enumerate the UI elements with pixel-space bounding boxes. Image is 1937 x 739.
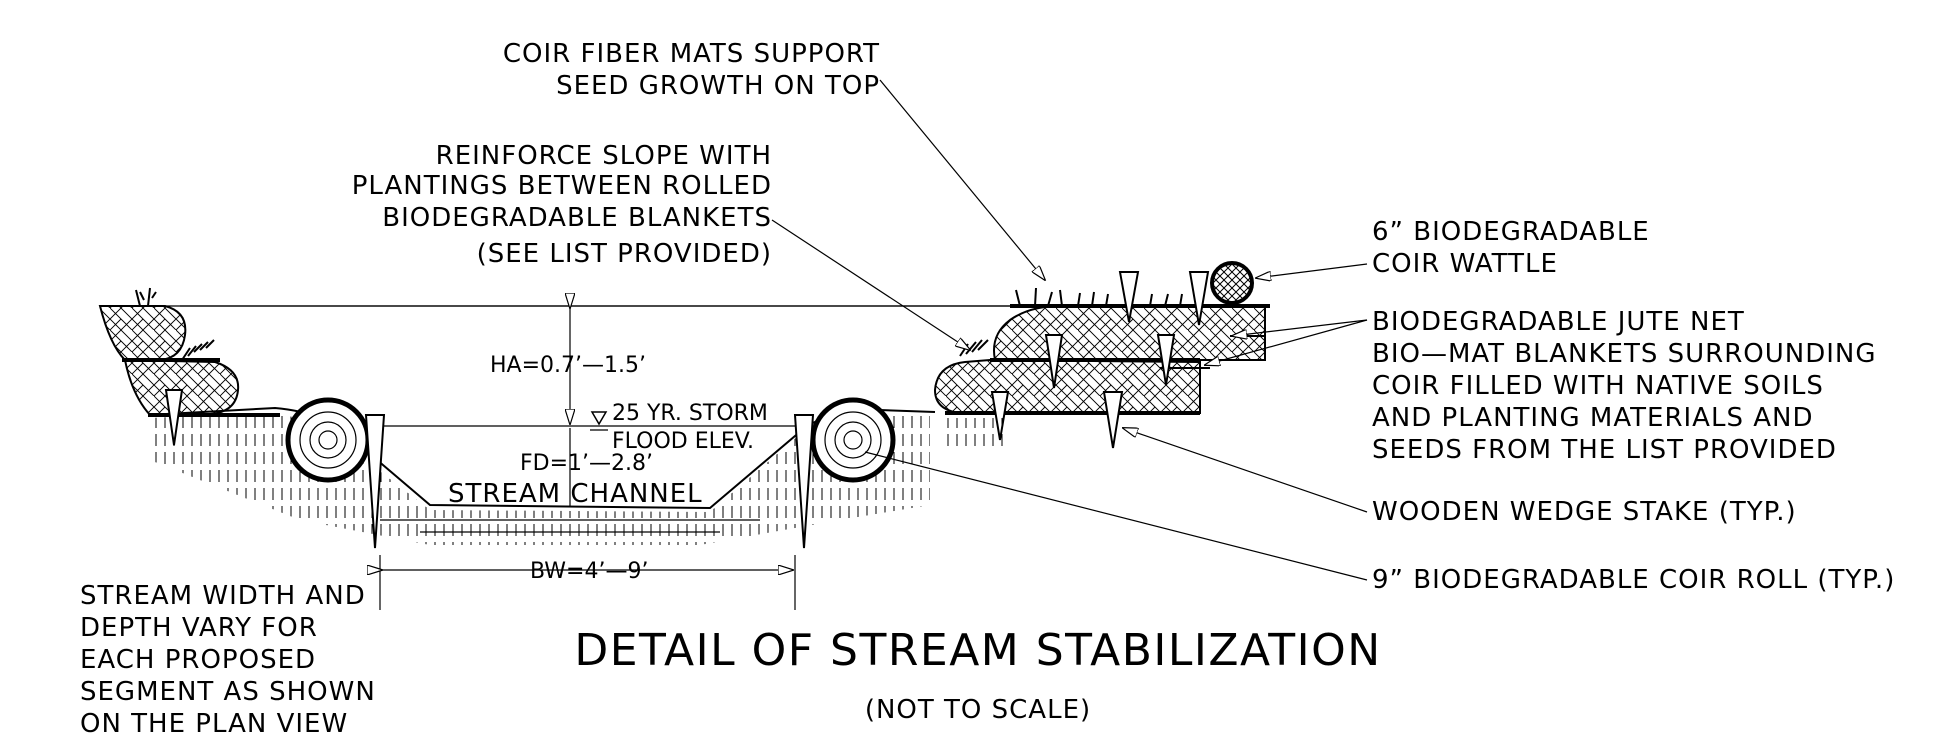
callout-text: SEED GROWTH ON TOP	[556, 71, 880, 101]
callout-text: COIR WATTLE	[1372, 249, 1558, 279]
callout-text: (SEE LIST PROVIDED)	[477, 239, 772, 269]
callout-text: COIR FIBER MATS SUPPORT	[503, 39, 880, 69]
right-bank	[933, 261, 1270, 449]
storm-label: 25 YR. STORM	[612, 401, 768, 426]
callout-stake: WOODEN WEDGE STAKE (TYP.)	[1372, 497, 1797, 527]
callout-text: ON THE PLAN VIEW	[80, 709, 348, 739]
callout-reinforce: REINFORCE SLOPE WITH PLANTINGS BETWEEN R…	[352, 141, 772, 269]
callout-text: SEGMENT AS SHOWN	[80, 677, 376, 707]
dim-ha-label: HA=0.7’—1.5’	[490, 353, 646, 378]
callout-text: SEEDS FROM THE LIST PROVIDED	[1372, 435, 1837, 465]
left-bank	[98, 287, 280, 446]
page-subtitle: (NOT TO SCALE)	[865, 695, 1091, 725]
callout-coir-mats: COIR FIBER MATS SUPPORT SEED GROWTH ON T…	[503, 39, 880, 101]
stream-channel-label: STREAM CHANNEL	[448, 479, 703, 509]
callout-text: EACH PROPOSED	[80, 645, 316, 675]
callout-text: PLANTINGS BETWEEN ROLLED	[352, 171, 772, 201]
dimension-bw	[380, 555, 796, 610]
coir-wattle	[1210, 261, 1254, 305]
callout-wattle: 6” BIODEGRADABLE COIR WATTLE	[1372, 217, 1650, 279]
callout-width-note: STREAM WIDTH AND DEPTH VARY FOR EACH PRO…	[80, 581, 376, 739]
callout-text: BIO—MAT BLANKETS SURROUNDING	[1372, 339, 1877, 369]
callout-text: BIODEGRADABLE BLANKETS	[382, 203, 772, 233]
coir-roll-left	[285, 397, 386, 549]
page-title: DETAIL OF STREAM STABILIZATION	[574, 625, 1381, 676]
callout-text: 6” BIODEGRADABLE	[1372, 217, 1650, 247]
callout-text: AND PLANTING MATERIALS AND	[1372, 403, 1813, 433]
dim-bw-label: BW=4’—9’	[530, 559, 648, 584]
storm-label: FLOOD ELEV.	[612, 429, 754, 454]
callout-text: COIR FILLED WITH NATIVE SOILS	[1372, 371, 1824, 401]
callout-text: REINFORCE SLOPE WITH	[436, 141, 772, 171]
coir-roll-right	[793, 397, 896, 549]
dim-fd-label: FD=1’—2.8’	[520, 451, 653, 476]
callout-text: DEPTH VARY FOR	[80, 613, 318, 643]
water-level-symbol	[590, 411, 608, 426]
callout-text: STREAM WIDTH AND	[80, 581, 366, 611]
leader-lines	[771, 79, 1368, 581]
callout-jute: BIODEGRADABLE JUTE NET BIO—MAT BLANKETS …	[1372, 307, 1877, 465]
callout-text: BIODEGRADABLE JUTE NET	[1372, 307, 1745, 337]
callout-roll: 9” BIODEGRADABLE COIR ROLL (TYP.)	[1372, 565, 1895, 595]
